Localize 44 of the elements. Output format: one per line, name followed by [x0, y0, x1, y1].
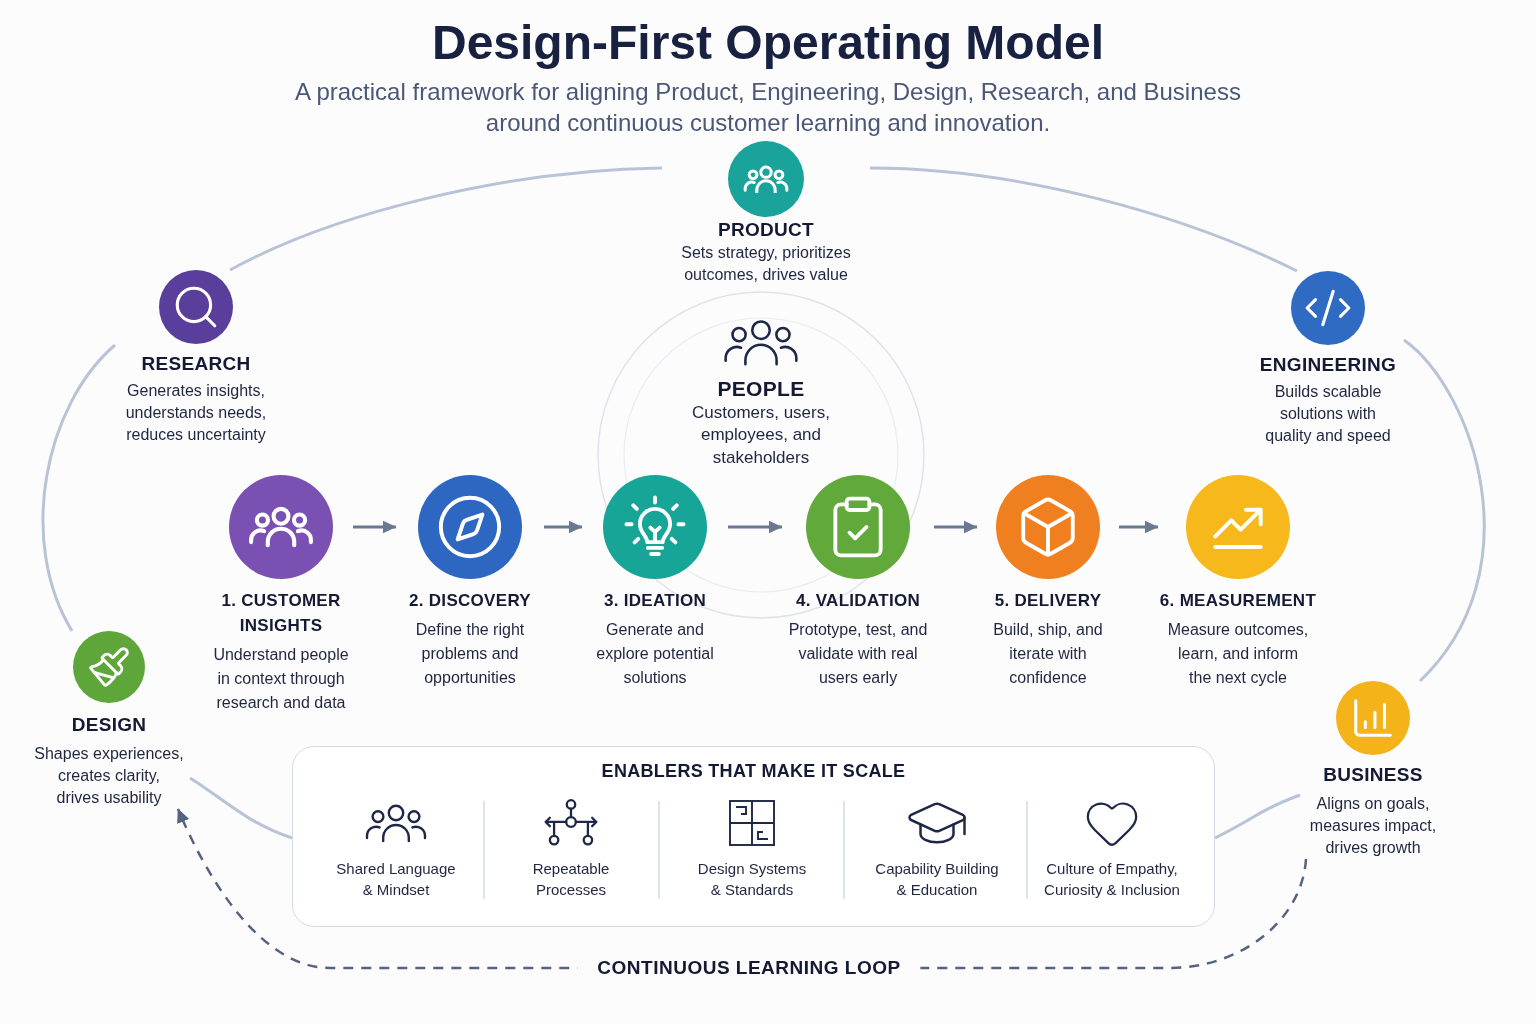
step-description: Define the right problems and opportunities [414, 620, 526, 688]
diagram-title: Design-First Operating Model [431, 15, 1104, 71]
people-heading: PEOPLE [717, 375, 805, 402]
role-description: Builds scalable solutions with quality and speed [1264, 382, 1392, 446]
role-title: ENGINEERING [1259, 353, 1397, 377]
step-title: 5. DELIVERY [994, 590, 1102, 612]
enabler-label: Shared Language & Mindset [335, 859, 457, 900]
connector-line [869, 166, 1298, 273]
panel-heading: ENABLERS THAT MAKE IT SCALE [601, 760, 906, 783]
step-description: Prototype, test, and validate with real users early [787, 620, 929, 688]
role-title: RESEARCH [141, 352, 251, 376]
arrow [544, 520, 583, 534]
arrow [728, 520, 783, 534]
subtitle: A practical framework for aligning Product, Engineering, Design, Research, and Business around continuous customer learning and innovation. [294, 77, 1242, 138]
step-title: 1. CUSTOMER INSIGHTS [220, 590, 342, 637]
step-title: 6. MEASUREMENT [1159, 590, 1317, 612]
step-title: 3. IDEATION [603, 590, 707, 612]
connector-line [1214, 793, 1301, 840]
role-title: DESIGN [71, 713, 147, 737]
role-description: Aligns on goals, measures impact, drives growth [1308, 794, 1438, 858]
step-description: Understand people in context through research and data [212, 645, 350, 713]
role-description: Generates insights, understands needs, reduces uncertainty [124, 381, 268, 445]
enablers-panel [292, 746, 1215, 927]
arrow [353, 520, 397, 534]
connector-line [1403, 338, 1486, 682]
enabler-label: Culture of Empathy, Curiosity & Inclusion [1043, 859, 1181, 900]
people-description: Customers, users, employees, and stakeholders [691, 401, 831, 469]
step-description: Measure outcomes, learn, and inform the next cycle [1166, 620, 1310, 688]
step-description: Generate and explore potential solutions [595, 620, 715, 688]
role-title: BUSINESS [1323, 763, 1423, 787]
connector-line [41, 343, 117, 632]
connector-line [189, 776, 293, 840]
step-description: Build, ship, and iterate with confidence [992, 620, 1104, 688]
role-description: Shapes experiences, creates clarity, drives usability [33, 744, 185, 808]
role-description: Sets strategy, prioritizes outcomes, drives value [680, 243, 852, 285]
enabler-label: Capability Building & Education [874, 859, 1000, 900]
arrow [1119, 520, 1159, 534]
step-title: 4. VALIDATION [795, 590, 921, 612]
enabler-label: Repeatable Processes [531, 859, 611, 900]
arrow [934, 520, 978, 534]
connector-line [229, 166, 663, 272]
role-title: PRODUCT [717, 218, 814, 242]
enabler-label: Design Systems & Standards [696, 859, 808, 900]
step-title: 2. DISCOVERY [409, 590, 531, 612]
